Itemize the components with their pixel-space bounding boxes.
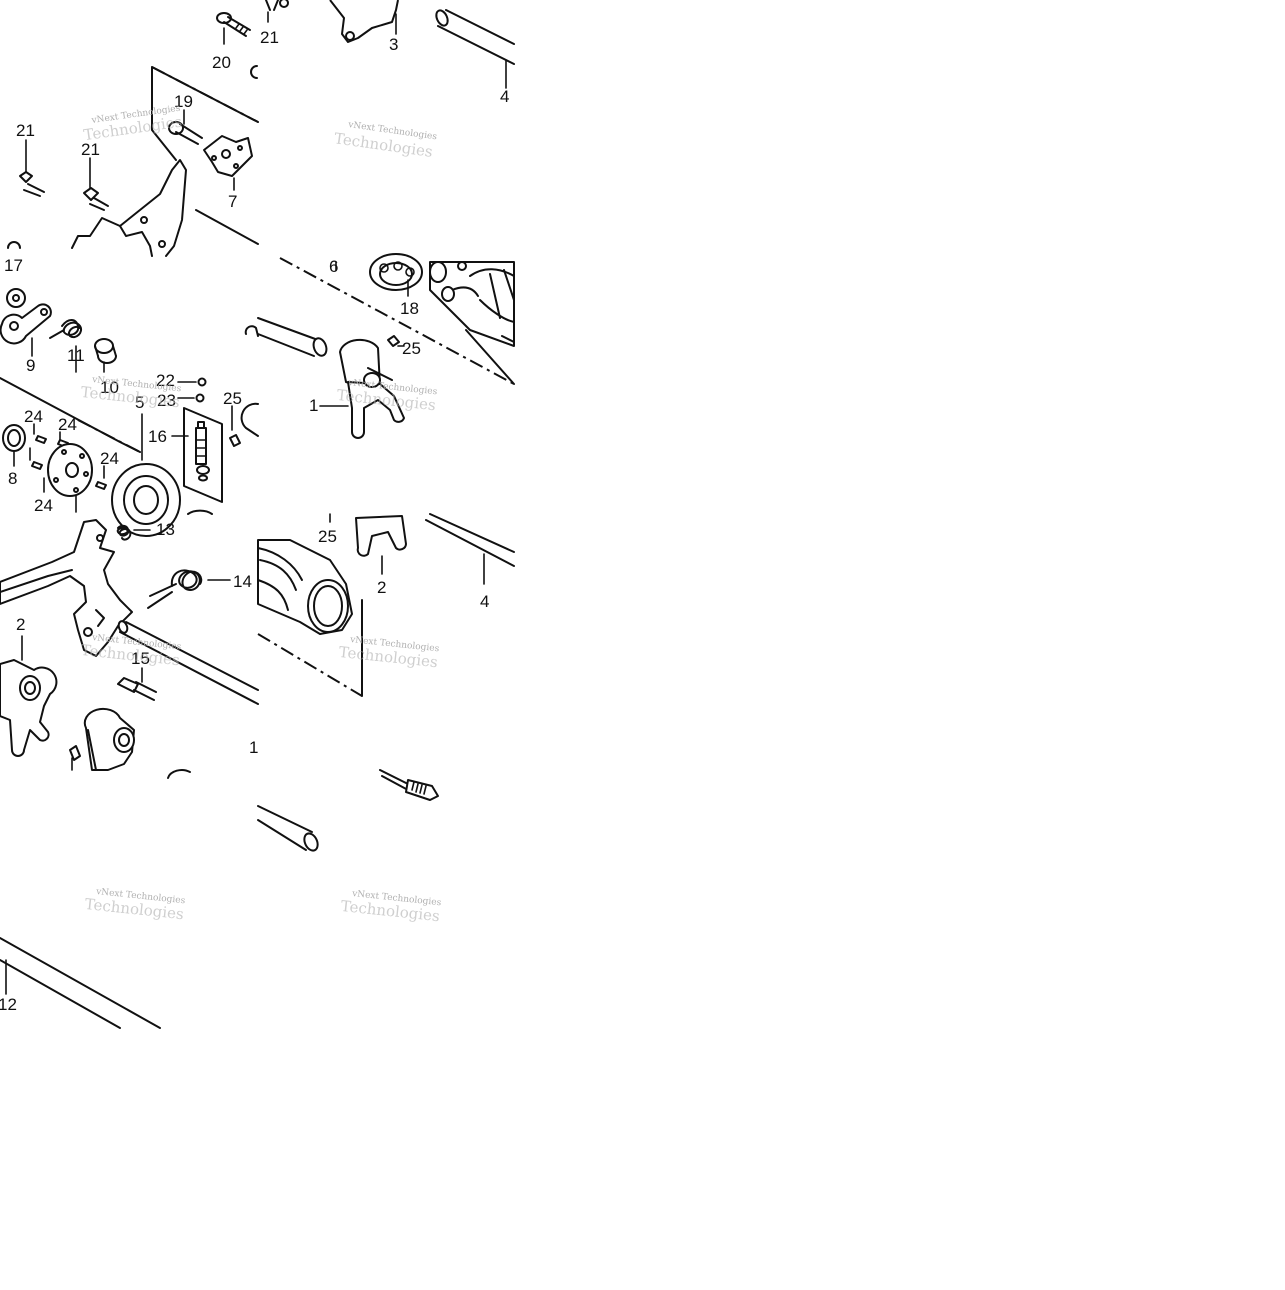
callout-24: 24: [58, 415, 77, 434]
shift-arm: [0, 519, 133, 657]
stopper-spring-11: [49, 319, 82, 373]
callout-22: 22: [156, 371, 175, 390]
part-17-top: [7, 241, 21, 249]
neutral-switch-16: [171, 407, 223, 503]
callout-25: 25: [223, 389, 242, 408]
callout-12: 12: [0, 995, 17, 1014]
tile-mid-right: [257, 253, 515, 439]
shift-fork-shaft-4-lower: [425, 513, 515, 585]
callout-6: 6: [329, 257, 338, 276]
callout-9: 9: [26, 356, 35, 375]
drum-bearing: [111, 463, 181, 537]
fork-shaft-bottom: [257, 805, 319, 852]
bolt-20: [216, 12, 251, 45]
stopper-plate-7: [203, 135, 253, 191]
callout-4: 4: [480, 592, 489, 611]
o-rings-22-23: [177, 377, 207, 403]
shift-fork-2-right: [355, 515, 407, 575]
callout-2: 2: [377, 578, 386, 597]
callout-25: 25: [318, 527, 337, 546]
callout-20: 20: [212, 53, 231, 72]
case-dash-lower: [257, 633, 363, 697]
case-dash: [151, 66, 259, 123]
torsion-spring-14: [147, 569, 231, 609]
callout-15: 15: [131, 649, 150, 668]
spindle-end: [379, 769, 439, 801]
bearing-8: [2, 424, 26, 467]
callout-19: 19: [174, 92, 193, 111]
tile-mid-left: [0, 288, 259, 537]
pin-small: [69, 745, 81, 761]
fork-shaft-left: [257, 317, 328, 357]
shift-fork-1: [319, 338, 405, 439]
shift-drum: [429, 261, 515, 347]
return-spring-13: [116, 524, 151, 541]
callout-1: 1: [309, 396, 318, 415]
tile-top-right: [329, 0, 515, 89]
shift-drum-segment-3: [329, 0, 399, 43]
dowel-pin-25-right: [387, 335, 405, 347]
callout-21: 21: [16, 121, 35, 140]
callout-1: 1: [249, 738, 258, 757]
callout-8: 8: [8, 469, 17, 488]
callout-16: 16: [148, 427, 167, 446]
callout-7: 7: [228, 192, 237, 211]
callout-2: 2: [16, 615, 25, 634]
callout-24: 24: [24, 407, 43, 426]
drum-stopper-arm-9: [0, 303, 52, 357]
callout-3: 3: [389, 35, 398, 54]
callout-11: 11: [67, 346, 85, 365]
shift-spindle-12: [117, 620, 259, 705]
callout-25: 25: [402, 339, 421, 358]
callout-17: 17: [4, 256, 23, 275]
shift-fork-3-left: [83, 707, 135, 771]
bolt-19: [168, 109, 203, 145]
gearshift-spindle-long: [0, 937, 161, 1029]
callout-labels: 20 21 3 4 19 21 21 7 17 6 18 9 11 10 25 …: [0, 28, 509, 1014]
dowel-pin-25-left: [229, 405, 241, 447]
shift-drum-lower: [257, 539, 353, 635]
callout-18: 18: [400, 299, 419, 318]
callout-24: 24: [34, 496, 53, 515]
callout-10: 10: [100, 378, 119, 397]
stud-bolt-15: [117, 667, 157, 701]
collar-10: [94, 338, 117, 373]
drum-center-plate: [47, 443, 93, 513]
case-dash-right: [279, 257, 515, 385]
callout-23: 23: [157, 391, 176, 410]
tile-bottom: [0, 769, 439, 1029]
tile-low-left: [0, 519, 259, 771]
callout-21: 21: [81, 140, 100, 159]
callout-14: 14: [233, 572, 252, 591]
callout-13: 13: [156, 520, 175, 539]
callout-5: 5: [135, 393, 144, 412]
washer-edge: [250, 65, 258, 79]
tile-top-left: [7, 0, 289, 257]
bearing-18: [369, 253, 423, 297]
callout-24: 24: [100, 449, 119, 468]
callout-21: 21: [260, 28, 279, 47]
tile-low-right: [257, 513, 515, 697]
shift-fork-2-left: [0, 635, 58, 757]
screw-21-left: [19, 139, 45, 197]
screw-21-top: [265, 0, 289, 23]
callout-4: 4: [500, 87, 509, 106]
shift-fork-shaft-4: [435, 9, 515, 89]
guide-bracket: [71, 159, 187, 257]
screw-21-mid: [83, 157, 109, 211]
